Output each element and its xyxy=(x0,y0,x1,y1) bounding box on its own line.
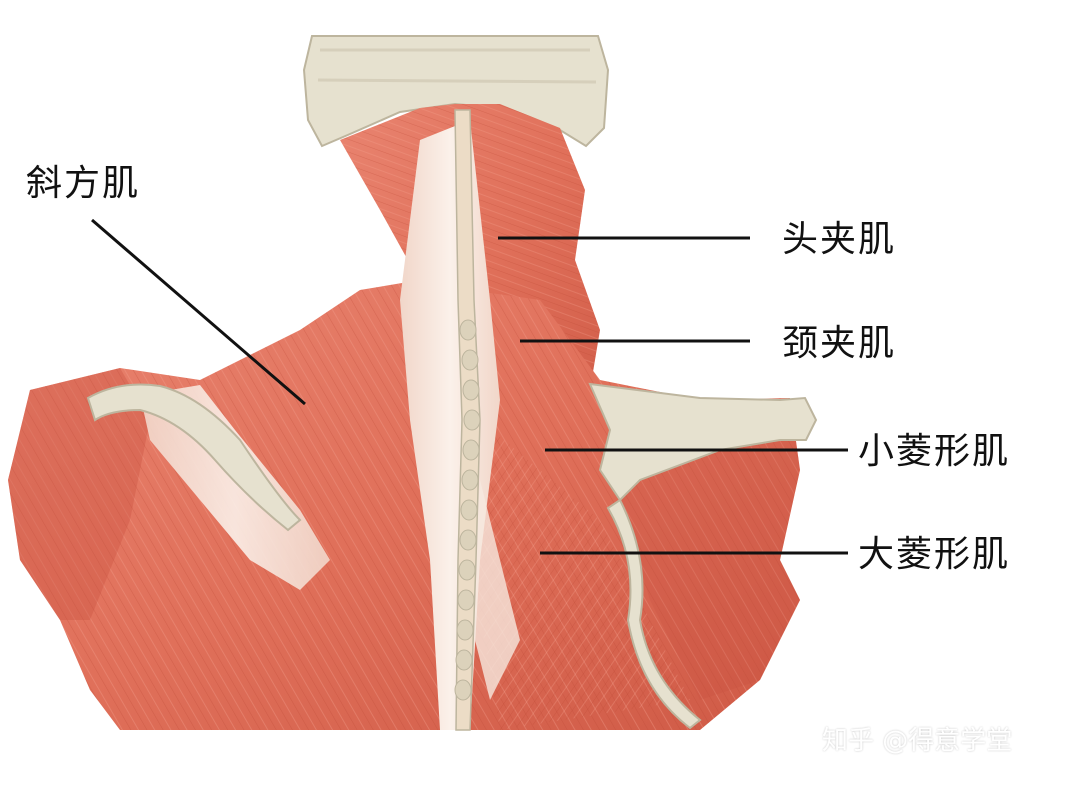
label-rhomboid-major: 大菱形肌 xyxy=(858,534,1011,575)
leader-line-trapezius xyxy=(91,218,306,406)
leader-lines xyxy=(91,218,848,555)
label-splenius-capitis: 头夹肌 xyxy=(782,219,897,260)
clavicle-scapula-bones xyxy=(86,382,818,730)
watermark: 知乎 @得意学堂 xyxy=(822,726,1013,756)
spine xyxy=(454,109,481,731)
label-trapezius: 斜方肌 xyxy=(26,163,141,204)
label-splenius-cervicis: 颈夹肌 xyxy=(782,323,897,364)
label-rhomboid-minor: 小菱形肌 xyxy=(858,431,1011,472)
